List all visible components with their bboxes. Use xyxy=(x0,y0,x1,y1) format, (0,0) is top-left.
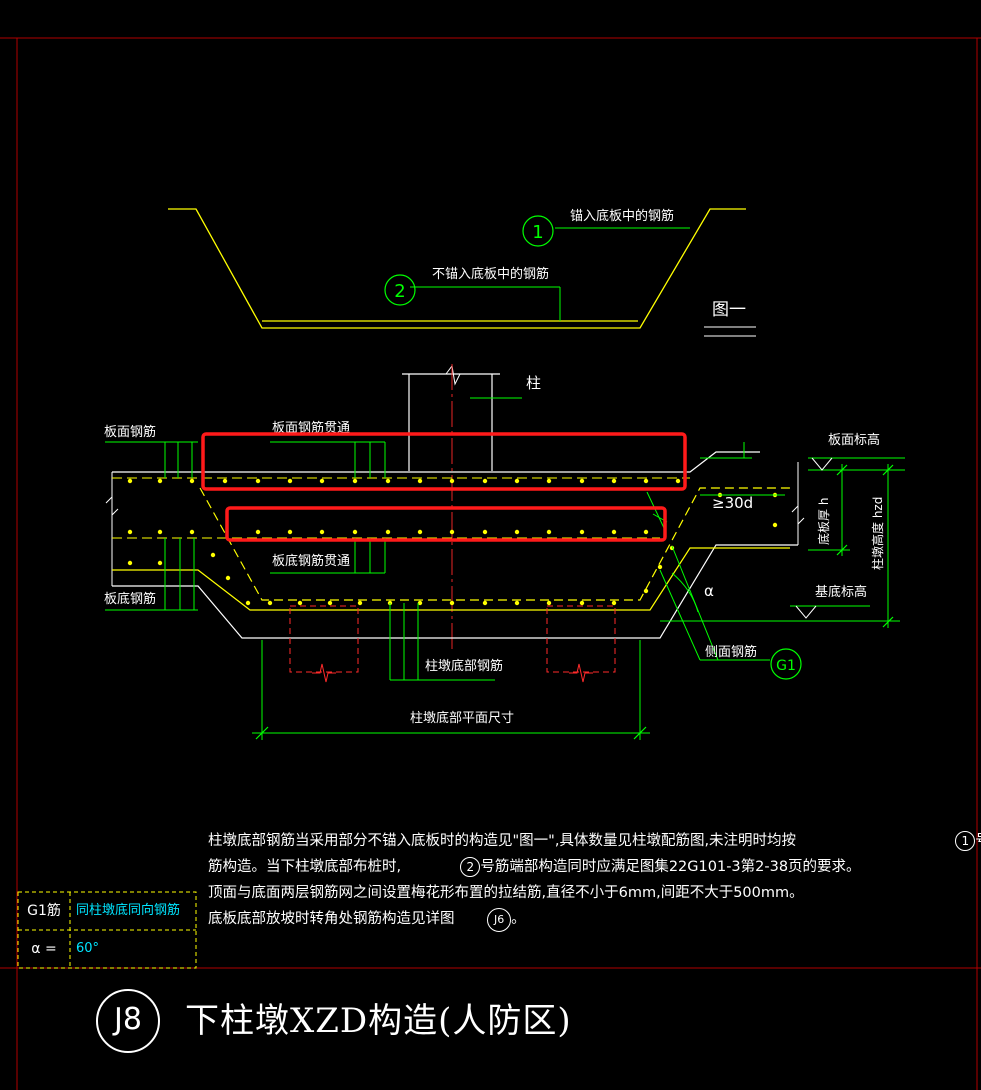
figure-1-label: 图一 xyxy=(712,300,746,320)
note-circle-1: 1 xyxy=(955,831,976,851)
note-line-4-text-b: 。 xyxy=(511,911,526,927)
note-line-1-tail: 号 xyxy=(975,833,981,849)
bar2-label: 不锚入底板中的钢筋 xyxy=(432,266,549,282)
highlight-bottom-rebar xyxy=(225,506,667,542)
legend-alpha-value: 60° xyxy=(76,941,100,956)
pier-bottom-rebar-label: 柱墩底部钢筋 xyxy=(425,658,503,674)
note-line-4-text-a: 底板底部放坡时转角处钢筋构造见详图 xyxy=(208,911,455,927)
base-elev-label: 基底标高 xyxy=(815,584,867,600)
note-line-1-text: 柱墩底部钢筋当采用部分不锚入底板时的构造见"图一",具体数量见柱墩配筋图,未注明… xyxy=(208,833,797,849)
pier-bottom-annotations: 柱墩底部钢筋 柱墩底部平面尺寸 xyxy=(252,603,650,740)
bar1-circle xyxy=(522,215,554,247)
bar2-circle xyxy=(384,274,416,306)
legend: G1筋 同柱墩底同向钢筋 α = 60° xyxy=(18,892,196,968)
g1-label: G1 xyxy=(776,658,796,674)
bar1-label: 锚入底板中的钢筋 xyxy=(570,208,674,224)
figure-1: 1 锚入底板中的钢筋 2 不锚入底板中的钢筋 图一 xyxy=(168,208,756,337)
g1-circle xyxy=(770,648,802,680)
legend-row-alpha: α = 60° xyxy=(18,930,196,968)
drawing-frame xyxy=(0,37,981,1090)
side-rebar-label: 侧面钢筋 xyxy=(705,644,757,660)
notes: 柱墩底部钢筋当采用部分不锚入底板时的构造见"图一",具体数量见柱墩配筋图,未注明… xyxy=(208,828,981,932)
pier-height-label: 柱墩高度 hzd xyxy=(870,497,885,570)
legend-alpha-key: α = xyxy=(31,941,57,957)
column-label: 柱 xyxy=(526,374,541,392)
bottom-rebar-label: 板底钢筋 xyxy=(104,591,156,607)
note-circle-j6: J6 xyxy=(487,908,512,932)
legend-row-g1: G1筋 同柱墩底同向钢筋 xyxy=(18,892,196,930)
title-text: 下柱墩XZD构造(人防区) xyxy=(185,1001,572,1041)
bar1-number: 1 xyxy=(532,222,543,243)
piles xyxy=(289,605,616,673)
top-rebar-through-label: 板面钢筋贯通 xyxy=(272,420,350,436)
legend-g1-value: 同柱墩底同向钢筋 xyxy=(76,903,181,918)
legend-box xyxy=(17,891,197,969)
pier-plan-size-label: 柱墩底部平面尺寸 xyxy=(410,710,514,726)
rebar-dots xyxy=(127,478,778,606)
note-line-2-text-b: 号筋端部构造同时应满足图集22G101-3第2-38页的要求。 xyxy=(480,859,861,875)
angle-alpha-label: α xyxy=(704,582,714,600)
legend-g1-key: G1筋 xyxy=(27,903,61,919)
highlight-boxes xyxy=(201,432,687,542)
slab-top-elev-label: 板面标高 xyxy=(828,432,880,448)
note-line-3: 顶面与底面两层钢筋网之间设置梅花形布置的拉结筋,直径不小于6mm,间距不大于50… xyxy=(208,885,804,901)
note-line-1: 柱墩底部钢筋当采用部分不锚入底板时的构造见"图一",具体数量见柱墩配筋图,未注明… xyxy=(208,828,981,854)
right-annotations: ≥30d 板面标高 底板厚 h 柱墩高度 hzd 基底标高 α 侧面钢筋 G1 xyxy=(646,432,905,680)
highlight-top-rebar xyxy=(201,432,687,491)
bar2-number: 2 xyxy=(394,281,405,302)
note-line-4: 底板底部放坡时转角处钢筋构造见详图 J6。 xyxy=(208,906,928,932)
slab-thickness-label: 底板厚 h xyxy=(816,498,831,545)
pier-outline xyxy=(105,451,805,639)
left-annotations: 板面钢筋 板面钢筋贯通 板底钢筋 板底钢筋贯通 xyxy=(104,420,386,611)
bottom-rebar-through-label: 板底钢筋贯通 xyxy=(272,553,350,569)
note-circle-2: 2 xyxy=(460,857,481,877)
pile-break-marks xyxy=(312,663,593,683)
anchor-length-label: ≥30d xyxy=(712,494,753,512)
title-circle: J8 xyxy=(96,989,160,1053)
top-rebar-label: 板面钢筋 xyxy=(104,424,156,440)
note-line-2-text-a: 筋构造。当下柱墩底部布桩时, xyxy=(208,859,402,875)
